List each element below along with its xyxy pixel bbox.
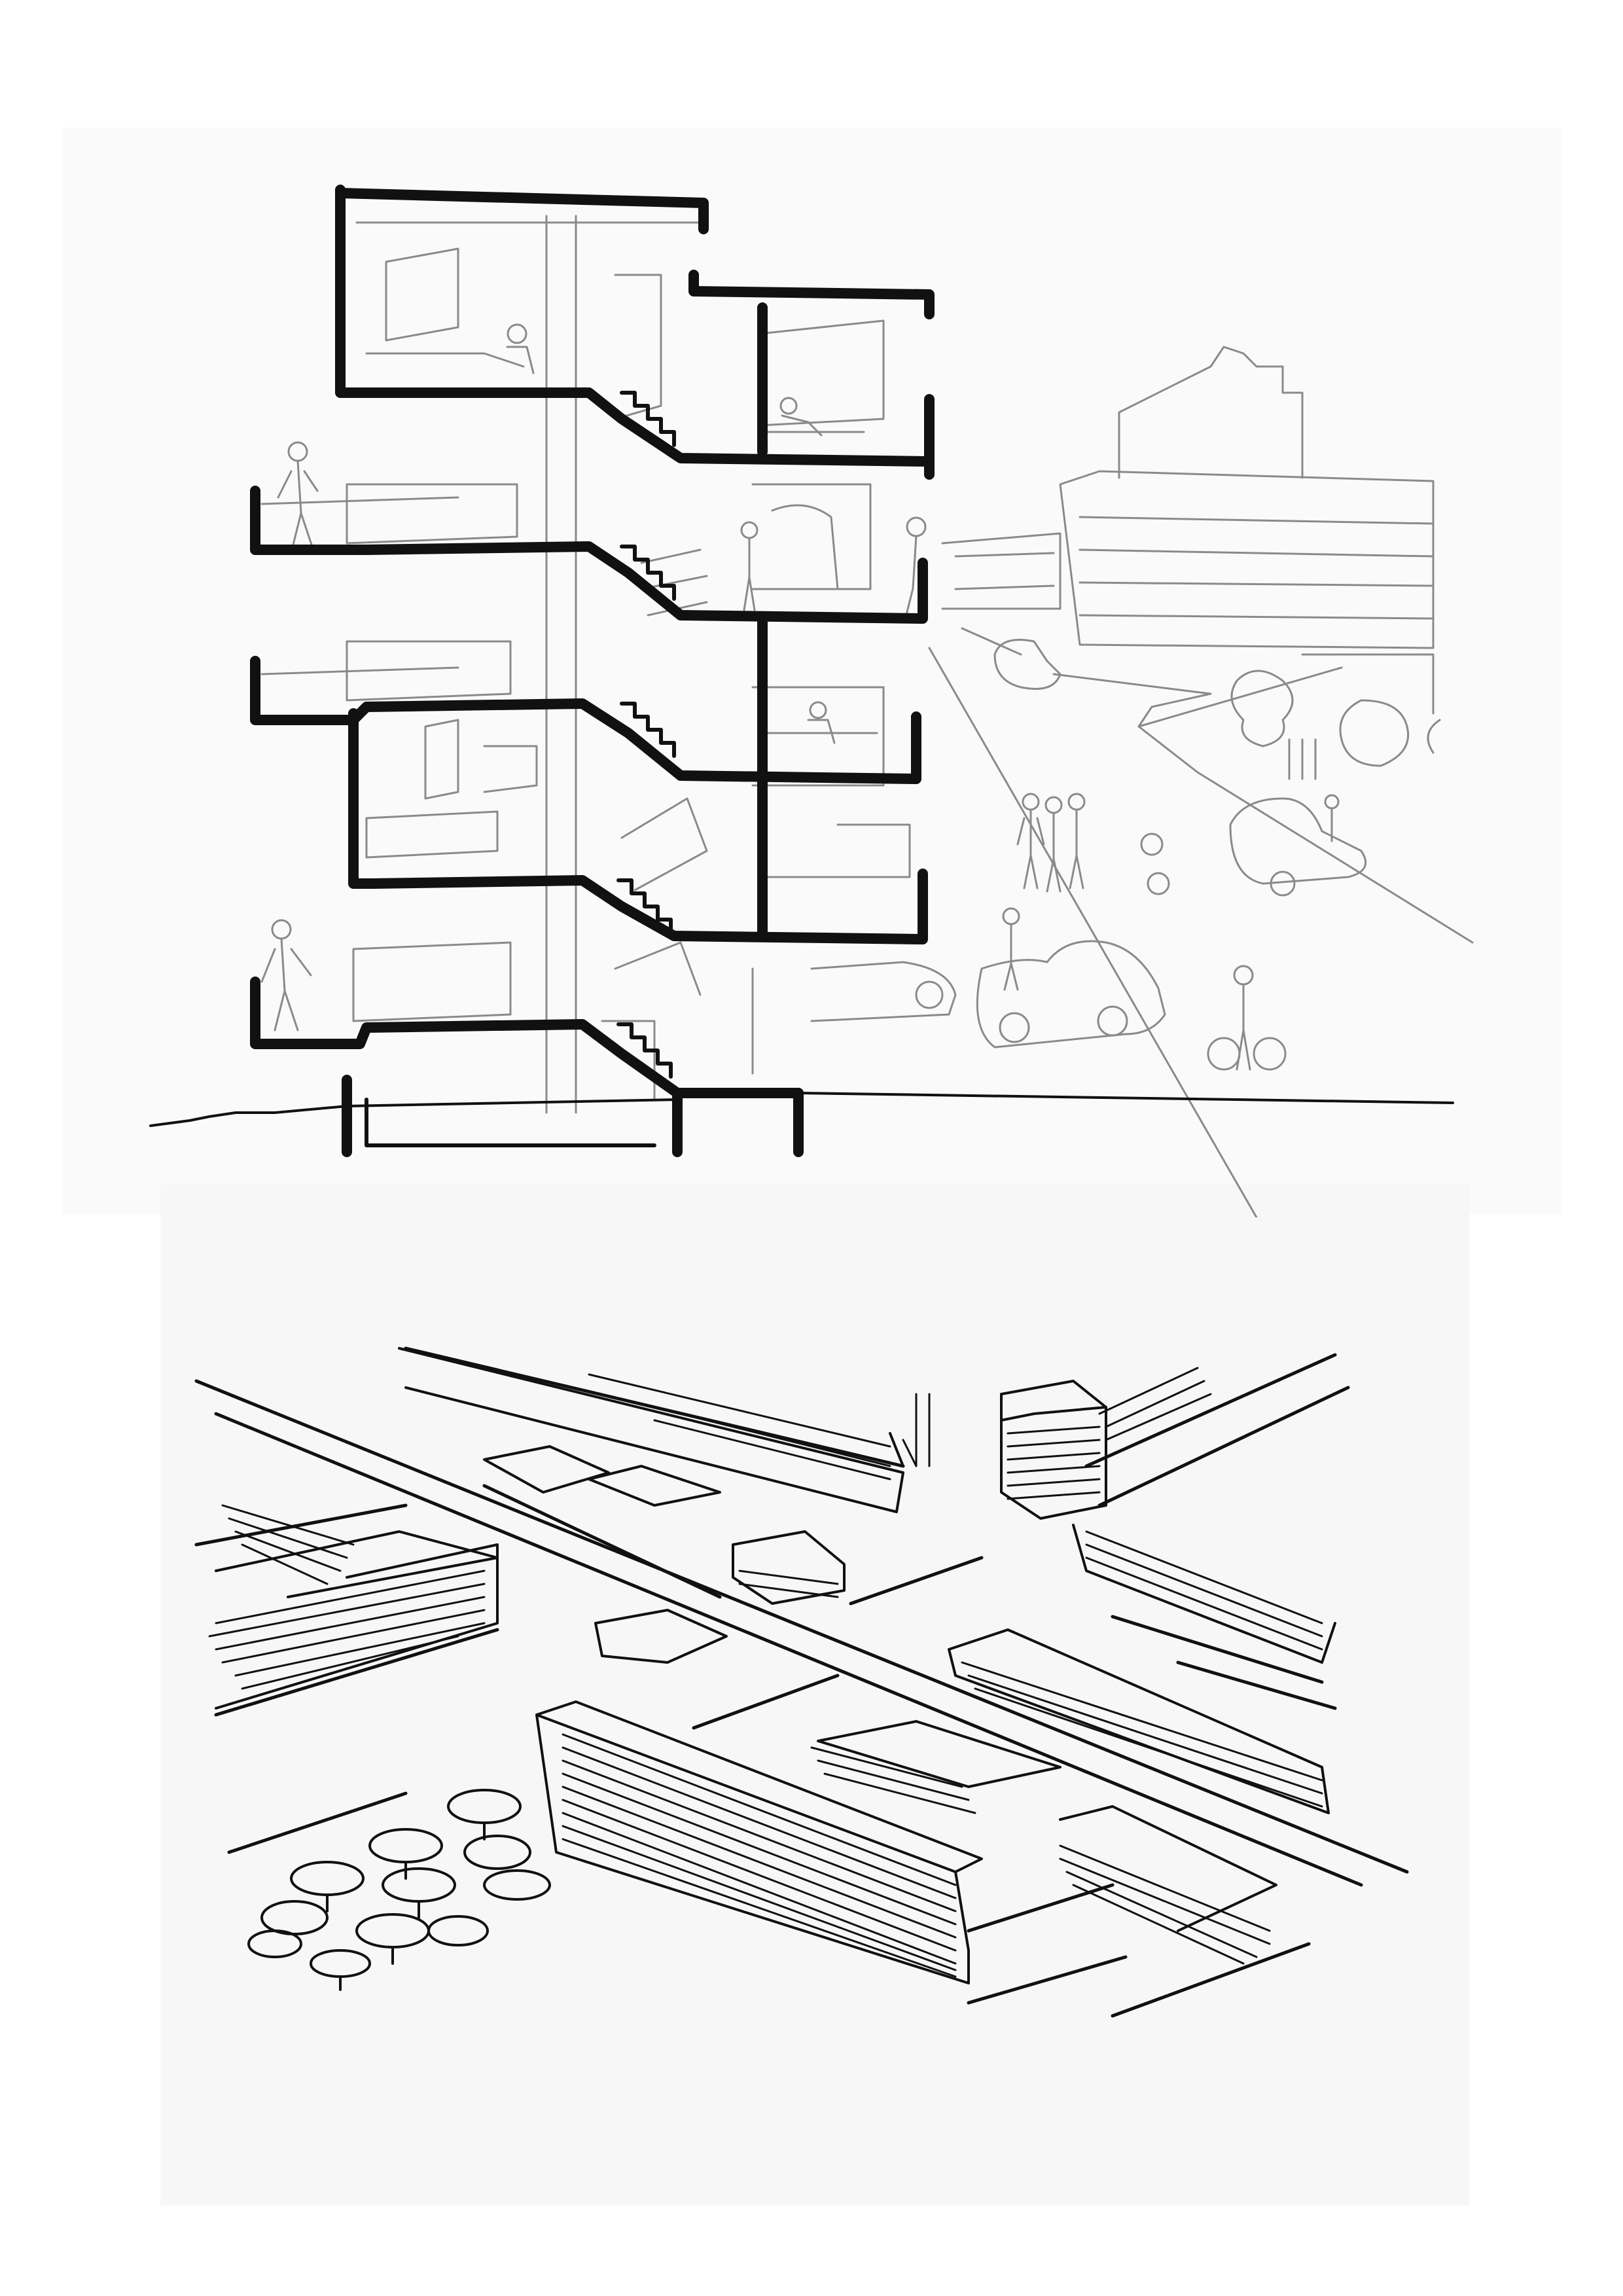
basement-wall	[365, 1098, 656, 1147]
pedestrians	[1002, 738, 1340, 1071]
bottom-sketch-sheet	[160, 1185, 1469, 2206]
background-buildings	[941, 346, 1435, 715]
aerial-blocks	[215, 1347, 1336, 1984]
section-perspective-drawing	[149, 185, 1474, 1217]
top-sketch-sheet	[62, 128, 1561, 1214]
residents	[260, 323, 927, 1031]
cars	[810, 639, 1367, 1049]
building-interior	[260, 215, 911, 1114]
street	[928, 627, 1474, 1217]
section-cut	[250, 185, 935, 1157]
stairs	[616, 391, 676, 1079]
trees	[1230, 670, 1441, 767]
aerial-trees	[247, 1789, 551, 1991]
aerial-hatching	[208, 1367, 1323, 1978]
ground-line	[149, 1092, 1454, 1127]
